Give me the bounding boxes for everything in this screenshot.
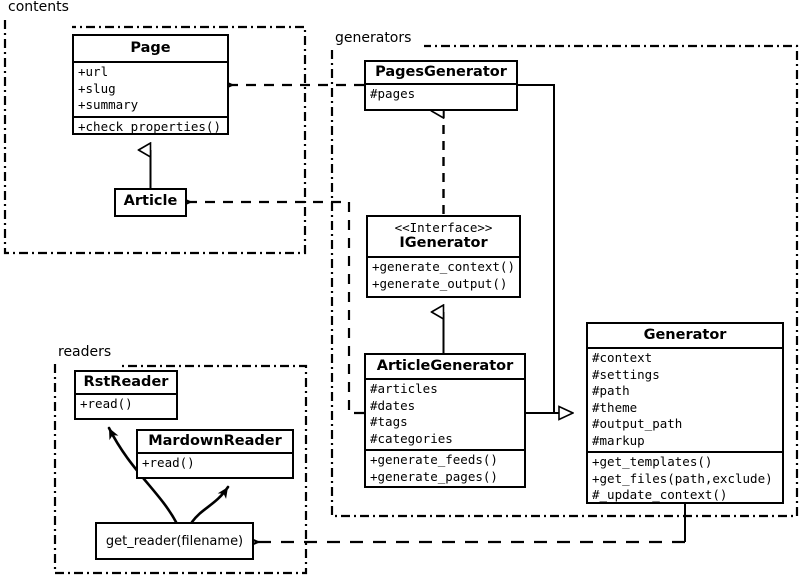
class-attributes-articlegenerator: #articles #dates #tags #categories bbox=[366, 378, 524, 449]
class-box-articlegenerator[interactable]: ArticleGenerator #articles #dates #tags … bbox=[364, 353, 526, 488]
method: +generate_context() bbox=[372, 259, 515, 274]
relation-articlegenerator-uses-article bbox=[190, 202, 364, 415]
class-methods-mardownreader: +read() bbox=[138, 452, 292, 474]
class-name-articlegenerator: ArticleGenerator bbox=[376, 358, 514, 374]
class-box-page[interactable]: Page +url +slug +summary +check_properti… bbox=[72, 34, 229, 135]
class-methods-igenerator: +generate_context() +generate_output() bbox=[368, 256, 519, 294]
class-attributes-pagesgenerator: #pages bbox=[366, 83, 516, 105]
attribute: #output_path bbox=[592, 416, 683, 431]
class-methods-page: +check_properties() bbox=[74, 115, 227, 138]
attribute: #tags bbox=[370, 414, 408, 429]
attribute: #categories bbox=[370, 430, 453, 446]
relation-generator-uses-get-reader bbox=[258, 504, 686, 542]
attribute: #dates bbox=[370, 397, 416, 413]
class-methods-rstreader: +read() bbox=[76, 393, 176, 415]
attribute: +url bbox=[78, 64, 109, 79]
method: +get_templates() bbox=[592, 454, 713, 469]
class-name-mardownreader: MardownReader bbox=[148, 433, 282, 449]
class-box-pagesgenerator[interactable]: PagesGenerator #pages bbox=[364, 60, 518, 111]
class-attributes-page: +url +slug +summary bbox=[74, 61, 227, 116]
attribute: #settings bbox=[592, 366, 660, 382]
method: +check_properties() bbox=[78, 118, 221, 134]
class-name-rstreader: RstReader bbox=[83, 374, 169, 390]
relation-get-reader-creates-mardownreader bbox=[190, 485, 230, 524]
class-name-page: Page bbox=[130, 40, 171, 56]
function-box-get-reader[interactable]: get_reader(filename) bbox=[95, 522, 254, 560]
method: +generate_feeds() bbox=[370, 452, 498, 467]
method: +generate_output() bbox=[372, 275, 508, 291]
class-box-rstreader[interactable]: RstReader +read() bbox=[74, 370, 178, 420]
class-box-article[interactable]: Article bbox=[114, 188, 187, 217]
method: +generate_pages() bbox=[370, 468, 498, 484]
attribute: +slug bbox=[78, 80, 116, 96]
attribute: #articles bbox=[370, 381, 438, 396]
class-name-pagesgenerator: PagesGenerator bbox=[375, 64, 507, 80]
attribute: #theme bbox=[592, 399, 638, 415]
class-name-generator: Generator bbox=[643, 327, 727, 343]
class-attributes-generator: #context #settings #path #theme #output_… bbox=[588, 347, 782, 451]
class-name-article: Article bbox=[123, 193, 178, 209]
class-box-generator[interactable]: Generator #context #settings #path #them… bbox=[586, 322, 784, 504]
attribute: +summary bbox=[78, 97, 139, 112]
class-box-mardownreader[interactable]: MardownReader +read() bbox=[136, 429, 294, 479]
package-label-generators: generators bbox=[333, 30, 414, 46]
class-box-igenerator[interactable]: <<Interface>> IGenerator +generate_conte… bbox=[366, 215, 521, 298]
class-methods-articlegenerator: +generate_feeds() +generate_pages() bbox=[366, 449, 524, 487]
class-name-igenerator: IGenerator bbox=[399, 235, 488, 251]
package-label-readers: readers bbox=[56, 344, 114, 360]
function-box-label: get_reader(filename) bbox=[105, 533, 244, 549]
attribute: #path bbox=[592, 383, 630, 398]
method: +read() bbox=[142, 455, 195, 470]
attribute: #pages bbox=[370, 86, 416, 101]
method: +get_files(path,exclude) bbox=[592, 470, 773, 486]
package-label-contents: contents bbox=[6, 0, 71, 15]
class-stereotype-igenerator: <<Interface>> bbox=[394, 220, 493, 235]
class-methods-generator: +get_templates() +get_files(path,exclude… bbox=[588, 451, 782, 506]
attribute: #markup bbox=[592, 432, 645, 448]
method: +read() bbox=[80, 396, 133, 411]
attribute: #context bbox=[592, 350, 653, 365]
method: #_update_context() bbox=[592, 487, 728, 502]
